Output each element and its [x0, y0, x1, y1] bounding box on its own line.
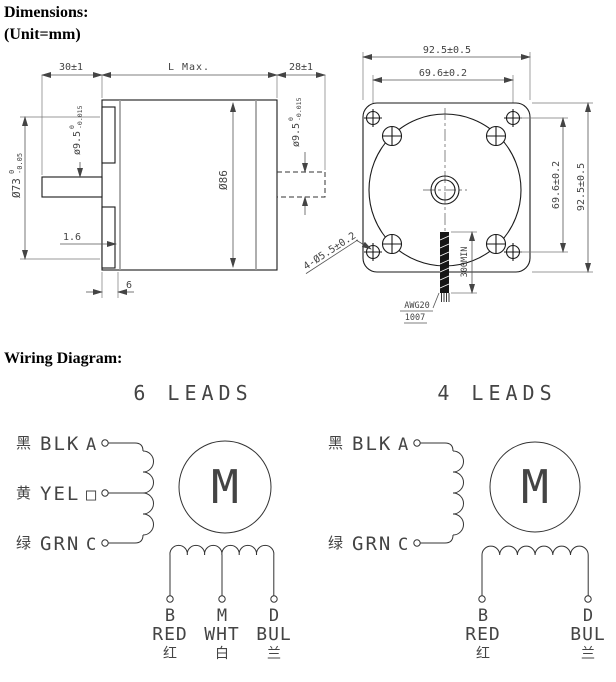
dim-front-shaft-diameter: ø9.5 0 -0.015: [68, 105, 84, 155]
motor-body-outline: [101, 99, 278, 271]
dim-hole-spacing-v: 69.6±0.2: [551, 161, 562, 209]
lead-cn-green: 绿: [16, 534, 31, 552]
svg-text:-0.015: -0.015: [76, 105, 84, 129]
color-wht: WHT: [204, 624, 240, 645]
lead-en-black: BLK: [40, 433, 80, 455]
wire-a: [108, 442, 144, 452]
svg-text:-0.015: -0.015: [295, 97, 303, 121]
color-red4: RED: [465, 624, 501, 645]
svg-text:0: 0: [287, 117, 295, 121]
callout-mounting-holes: 4-Ø5.5±0.2: [301, 230, 359, 274]
phase-coil-bottom4: [481, 545, 589, 596]
svg-text:0: 0: [68, 125, 76, 129]
dim-body-diameter: Ø86: [217, 170, 230, 190]
motor-circle4: [489, 441, 581, 533]
color-cn-red: 红: [163, 646, 177, 662]
pilot-boss-upper: [101, 106, 116, 164]
dim-pilot-depth: 6: [126, 280, 132, 291]
term-b4: B: [478, 606, 488, 626]
color-cn-bul4: 兰: [581, 646, 595, 662]
six-leads-title: 6 LEADS: [133, 381, 252, 405]
mounting-holes: [364, 109, 522, 261]
dim-flange-width: 92.5±0.5: [423, 45, 471, 56]
lead-en-yellow: YEL: [40, 483, 80, 505]
color-cn-bul: 兰: [267, 646, 281, 662]
term-b: B: [165, 606, 175, 626]
term-d: D: [269, 606, 279, 626]
dim-hole-spacing-h: 69.6±0.2: [419, 68, 467, 79]
four-leads-diagram: 4 LEADS 黑 BLK A 绿 GRN C M B D RED BUL 红 …: [328, 381, 606, 662]
screw-heads: [381, 125, 507, 255]
lead-term-c4: C: [398, 535, 408, 555]
color-red: RED: [152, 624, 188, 645]
lead-en-green: GRN: [40, 533, 80, 555]
svg-text:ø9.5: ø9.5: [72, 131, 83, 155]
dim-pilot-height: 1.6: [63, 232, 81, 243]
wire-gauge-label: AWG20: [404, 301, 430, 311]
motor-symbol4: M: [521, 460, 549, 514]
lead-en-green4: GRN: [352, 533, 392, 555]
lead-cn-yellow: 黄: [16, 484, 31, 502]
svg-text:-0.05: -0.05: [16, 153, 24, 174]
svg-text:Ø86: Ø86: [217, 170, 230, 190]
wire-standard-label: 1007: [405, 313, 425, 323]
svg-text:0: 0: [8, 170, 16, 174]
lead-term-o: □: [86, 485, 97, 505]
dim-rear-shaft-diameter: ø9.5 0 -0.015: [287, 97, 303, 147]
unit-label: (Unit=mm): [4, 26, 81, 43]
color-bul4: BUL: [570, 624, 606, 645]
shaft-circle: [434, 179, 456, 201]
six-leads-diagram: 6 LEADS 黑 BLK A 黄 YEL □ 绿 GRN C M B: [16, 381, 292, 662]
front-shaft: [41, 176, 103, 198]
dimensions-title: Dimensions:: [4, 4, 89, 21]
motor-circle: [178, 440, 272, 534]
color-cn-wht: 白: [215, 646, 229, 662]
lead-term-a4: A: [398, 435, 408, 455]
wire-a4: [420, 442, 454, 452]
wire-length-label: 300MIN: [460, 247, 470, 278]
svg-text:ø9.5: ø9.5: [291, 123, 302, 147]
lead-en-black4: BLK: [352, 433, 392, 455]
term-d4: D: [583, 606, 593, 626]
dim-front-shaft-length: 30±1: [59, 62, 83, 73]
lead-cn-black4: 黑: [328, 434, 343, 452]
dim-body-length: L Max.: [168, 62, 210, 73]
lead-term-c: C: [86, 535, 96, 555]
phase-coil-vertical4: [452, 450, 464, 536]
pilot-boss-lower: [101, 206, 116, 269]
motor-symbol: M: [211, 460, 239, 514]
wiring-diagram: 6 LEADS 黑 BLK A 黄 YEL □ 绿 GRN C M B: [16, 381, 606, 662]
dim-flange-height: 92.5±0.5: [576, 163, 587, 211]
shaft-boss-circle: [430, 175, 460, 205]
dimension-drawing: 30±1 L Max. 28±1 Ø73 0 -0.05: [8, 45, 593, 324]
wiring-diagram-title: Wiring Diagram:: [4, 350, 123, 367]
motor-front-view: 92.5±0.5 69.6±0.2: [301, 45, 593, 324]
phase-coil-vertical: [142, 450, 154, 536]
color-bul: BUL: [256, 624, 292, 645]
wire-c4: [420, 534, 454, 544]
lead-term-a: A: [86, 435, 96, 455]
svg-text:Ø73: Ø73: [10, 178, 23, 198]
dim-rear-shaft-length: 28±1: [289, 62, 313, 73]
term-m: M: [217, 606, 227, 626]
color-cn-red4: 红: [476, 646, 490, 662]
rear-shaft-hidden: [277, 171, 326, 198]
lead-cn-black: 黑: [16, 434, 31, 452]
lead-cn-green4: 绿: [328, 534, 343, 552]
motor-side-view: 30±1 L Max. 28±1 Ø73 0 -0.05: [8, 62, 326, 298]
wire-bundle: [439, 232, 450, 302]
wire-c: [108, 534, 144, 544]
four-leads-title: 4 LEADS: [437, 381, 556, 405]
svg-text:4-Ø5.5±0.2: 4-Ø5.5±0.2: [301, 230, 358, 273]
dim-pilot-diameter: Ø73 0 -0.05: [8, 153, 24, 198]
